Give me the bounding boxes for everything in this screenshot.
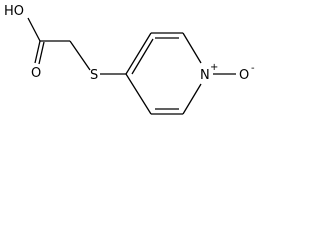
ring-bond-c4-c3	[125, 32, 152, 75]
bond-ho-c	[27, 17, 41, 42]
ring-bond-n-c6	[182, 83, 202, 115]
bond-ch2-s	[69, 40, 91, 71]
chemical-structure: HO O S N + O -	[4, 4, 255, 115]
n-oxide-oxygen-label: O	[239, 68, 249, 83]
sulfur-label: S	[90, 68, 98, 83]
carbonyl-oxygen-label: O	[31, 66, 41, 81]
ring-bond-c2-n	[182, 32, 202, 64]
ring-nitrogen-label: N	[200, 68, 210, 83]
hydroxyl-label: HO	[4, 4, 24, 19]
ring-nitrogen-charge: +	[210, 62, 218, 73]
bond-c-o-double-a	[34, 40, 41, 64]
bond-c-o-double-b	[38, 41, 45, 65]
n-oxide-charge: -	[251, 63, 255, 74]
ring-bond-c5-c4	[125, 73, 152, 115]
ring-bond-c4-c3-inner	[131, 38, 154, 75]
